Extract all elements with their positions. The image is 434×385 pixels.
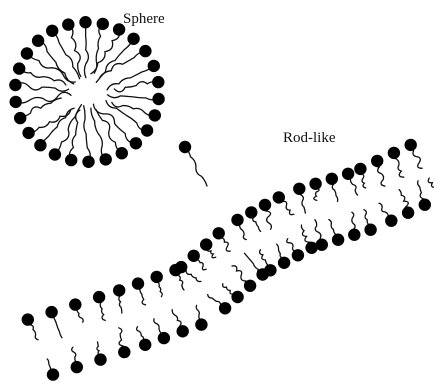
hydrophilic-head [188,250,200,262]
hydrophilic-head [34,139,46,151]
hydrophilic-head [65,154,77,166]
hydrophilic-head [14,112,26,124]
hydrophobic-tail [114,82,158,92]
hydrophobic-tail [29,111,71,133]
hydrophilic-head [152,93,164,105]
hydrophilic-head [264,264,276,276]
hydrophilic-head [94,353,106,365]
hydrophilic-head [348,229,360,241]
hydrophilic-head [405,139,417,151]
hydrophilic-head [195,318,207,330]
hydrophilic-head [419,199,431,211]
hydrophilic-head [177,325,189,337]
hydrophilic-head [316,239,328,251]
hydrophilic-head [158,332,170,344]
hydrophilic-head [292,249,304,261]
hydrophilic-head [151,271,163,283]
hydrophilic-head [13,62,25,74]
hydrophobic-tail [185,147,207,186]
hydrophilic-head [141,124,153,136]
hydrophilic-head [364,224,376,236]
hydrophilic-head [152,76,164,88]
rod-like-label: Rod-like [283,130,336,146]
hydrophobic-tail [27,54,75,83]
hydrophilic-head [342,168,354,180]
hydrophilic-head [71,361,83,373]
hydrophilic-head [385,215,397,227]
hydrophilic-head [113,284,125,296]
hydrophobic-tail [84,106,91,162]
hydrophilic-head [402,207,414,219]
hydrophilic-head [231,214,243,226]
hydrophilic-head [309,178,321,190]
hydrophilic-head [49,148,61,160]
hydrophilic-head [213,227,225,239]
hydrophilic-head [69,298,81,310]
hydrophilic-head [332,234,344,246]
hydrophobic-tail [428,178,434,197]
free-surfactant-molecule [179,141,207,186]
hydrophobic-tail [20,98,61,118]
sphere-label: Sphere [123,11,165,27]
hydrophilic-head [45,306,57,318]
hydrophobic-tail [19,69,66,85]
hydrophilic-head [21,47,33,59]
hydrophilic-head [149,109,161,121]
hydrophobic-tail [15,83,68,91]
hydrophobic-tail [84,22,88,77]
hydrophilic-head [10,96,22,108]
hydrophilic-head [388,147,400,159]
hydrophilic-head [32,35,44,47]
hydrophilic-head [130,137,142,149]
hydrophilic-head [273,191,285,203]
hydrophobic-tail [108,95,159,100]
hydrophilic-head [139,45,151,57]
hydrophobic-tail [91,108,106,159]
hydrophilic-head [93,291,105,303]
hydrophilic-head [231,291,243,303]
hydrophilic-head [127,33,139,45]
hydrophilic-head [82,156,94,168]
hydrophobic-tail [52,31,79,79]
hydrophobic-tail [96,109,122,153]
hydrophilic-head [116,147,128,159]
rod-like-micelle [22,139,434,381]
hydrophilic-head [293,183,305,195]
hydrophilic-head [9,79,21,91]
hydrophilic-head [22,127,34,139]
hydrophobic-tail [93,104,135,143]
hydrophilic-head [132,277,144,289]
hydrophilic-head [278,257,290,269]
hydrophilic-head [219,302,231,314]
hydrophilic-head [259,199,271,211]
hydrophilic-head [100,153,112,165]
hydrophilic-head [148,60,160,72]
hydrophilic-head [244,280,256,292]
hydrophobic-tail [38,41,74,84]
hydrophilic-head [175,261,187,273]
hydrophilic-head [46,25,58,37]
hydrophilic-head [47,368,59,380]
hydrophilic-head [200,238,212,250]
hydrophobic-tail [16,92,71,103]
hydrophilic-head [97,18,109,30]
hydrophilic-head [118,346,130,358]
hydrophilic-head [326,173,338,185]
hydrophilic-head [354,163,366,175]
sphere-micelle [9,16,165,168]
hydrophilic-head [371,155,383,167]
hydrophilic-head [139,339,151,351]
hydrophilic-head [62,18,74,30]
hydrophilic-head [79,16,91,28]
hydrophobic-tail [94,24,103,73]
hydrophobic-tail [91,30,120,74]
hydrophilic-head [245,206,257,218]
hydrophilic-head [179,141,191,153]
hydrophilic-head [22,313,34,325]
